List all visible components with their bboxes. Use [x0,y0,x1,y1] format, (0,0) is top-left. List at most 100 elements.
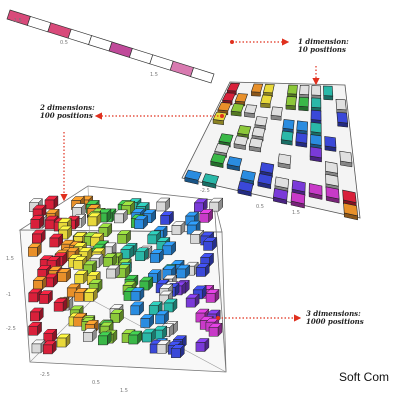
plane-cell [299,84,310,96]
label-2d-line1: 2 dimensions: [40,103,95,112]
strip-cell [169,60,195,78]
plane-cell [237,180,254,193]
cube-cell [116,264,131,279]
cube-cell [109,308,125,324]
plane-cell [277,153,292,166]
cube-cell [120,244,135,260]
two-dimension-plane [181,81,361,221]
plane-cell [287,84,298,95]
cube-cell [195,337,210,353]
plane-cell [336,111,349,124]
cube-cell [49,233,64,248]
cube-cell [57,268,72,283]
tick-labels: -1.50.51.5 -2.50.51.5 1.5-1-2.5 -2.50.51… [6,18,300,394]
plane-cell [248,137,263,149]
label-3d-line1: 3 dimensions: [306,309,361,318]
cube-cell [102,252,117,268]
cube-cell [148,301,163,316]
cube-cell [202,236,218,252]
cube-cell [87,212,102,227]
svg-text:-1.5: -1.5 [12,18,22,24]
label-2d-line2: 100 positions [40,111,93,120]
cube-cell [133,215,149,230]
cube-cell [98,222,113,238]
plane-cell [234,93,248,103]
cube-cell [162,241,177,256]
cube-cell [113,209,128,224]
plane-cell [339,150,353,164]
plane-cell [243,104,258,114]
label-1d-line2: 10 positions [298,45,346,54]
plane-cell [202,173,220,185]
strip-cell [26,15,52,33]
plane-cell [296,120,308,132]
svg-text:0.5: 0.5 [60,40,68,46]
cube-cell [159,210,175,226]
three-dimension-cube [18,185,227,373]
plane-cell [214,143,230,154]
plane-cell [222,92,236,102]
cube-cell [82,327,97,343]
cube-cell [116,229,132,245]
plane-cell [251,126,266,138]
plane-cell [280,130,294,142]
cube-cell [105,264,121,279]
cube-cell [184,211,200,226]
plane-cell [272,188,288,201]
plane-cell [212,111,228,122]
credit-text: Soft Com [339,370,390,384]
cube-cell [38,289,54,305]
plane-cell [309,146,322,159]
cube-cell [199,208,214,224]
cube-cell [82,260,98,275]
plane-cell [254,116,268,127]
cube-cell [156,339,171,354]
cube-cell [130,301,145,316]
strip-cell [67,28,93,46]
label-3d: 3 dimensions: 1000 positions [306,310,364,326]
strip-cell [128,47,154,65]
cube-cell [156,197,171,212]
cube-cell [90,232,105,247]
cube-cell [209,197,224,212]
plane-cell [184,169,202,181]
plane-cell [237,125,252,136]
one-dimension-strip [6,9,215,84]
cube-cell [97,208,112,223]
cube-cell [140,313,155,329]
cube-cell [43,328,58,343]
svg-text:1.5: 1.5 [120,388,128,394]
plane-cell [323,85,334,97]
plane-cell [295,132,308,144]
plane-cell [310,109,322,121]
cube-cell [154,310,170,325]
cube-cell [58,225,73,240]
cube-cell [71,203,86,218]
plane-cell [230,103,245,113]
plane-cell [325,186,340,200]
plane-cell [325,173,339,187]
plane-cell [325,161,338,174]
plane-cell [210,153,227,165]
cube-cell [130,287,145,302]
cube-cell [44,195,59,210]
plane-cell [342,189,357,204]
plane-cell [226,156,243,168]
cube-cell [134,247,150,262]
cube-cell [205,288,220,303]
label-1d-line1: 1 dimension: [298,37,349,46]
svg-text:-1: -1 [6,292,11,298]
svg-text:1.5: 1.5 [292,210,300,216]
cube-cell [56,333,71,348]
cube-cell [139,276,154,291]
plane-cell [285,96,297,107]
svg-text:-2.5: -2.5 [40,372,50,378]
plane-cell [324,136,337,148]
strip-cell [47,22,72,39]
svg-text:-2.5: -2.5 [6,326,16,332]
plane-cell [259,162,275,174]
cube-cell [27,321,43,336]
cube-cell [32,275,47,291]
svg-text:1.5: 1.5 [150,72,158,78]
